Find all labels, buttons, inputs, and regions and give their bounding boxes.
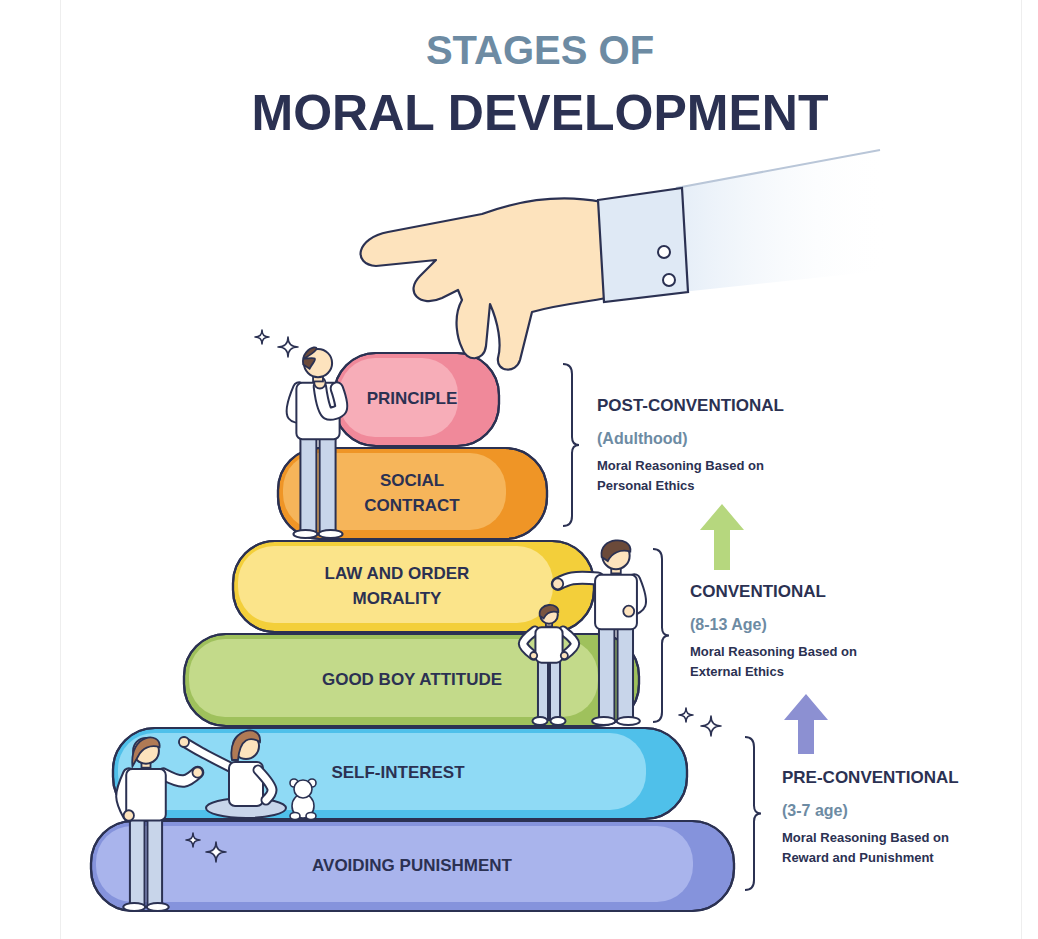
standing-child — [122, 737, 203, 911]
level-name: CONVENTIONAL — [690, 582, 930, 602]
level-name: PRE-CONVENTIONAL — [782, 768, 1022, 788]
sparkle — [679, 708, 693, 722]
stage-name: SELF-INTEREST — [331, 761, 464, 786]
stage-bar: AVOIDING PUNISHMENT — [90, 820, 735, 912]
level-description: Moral Reasoning Based on External Ethics — [690, 642, 895, 682]
bracket — [745, 737, 761, 890]
age-range: (8-13 Age) — [690, 615, 890, 634]
sparkle — [206, 842, 226, 862]
stage-name: AVOIDING PUNISHMENT — [312, 854, 512, 879]
age-range: (Adulthood) — [597, 429, 797, 448]
level-description: Moral Reasoning Based on Reward and Puni… — [782, 828, 987, 868]
bar-shape — [277, 447, 548, 540]
thinking-person — [293, 347, 343, 538]
bracket — [563, 364, 579, 526]
up-arrow — [784, 694, 828, 754]
teddy-bear — [290, 779, 316, 820]
stage-name: PRINCIPLE — [367, 387, 458, 412]
sparkle — [278, 337, 298, 357]
stage-name: SOCIAL CONTRACT — [350, 469, 475, 518]
child-figure — [523, 605, 575, 725]
age-range: (3-7 age) — [782, 801, 982, 820]
up-arrow — [700, 504, 744, 570]
sparkle — [255, 330, 269, 344]
bracket — [653, 549, 669, 722]
adult-figure — [552, 540, 640, 725]
sleeve-edge — [676, 150, 880, 188]
level-name: POST-CONVENTIONAL — [597, 396, 837, 416]
cuff-button — [663, 274, 675, 286]
sparkle — [701, 716, 721, 736]
cuff — [598, 188, 688, 302]
sparkle — [186, 833, 200, 847]
title: MORAL DEVELOPMENT — [40, 86, 1038, 141]
stage-bar: SOCIAL CONTRACT — [277, 447, 548, 540]
hand — [361, 198, 606, 369]
sleeve — [676, 150, 890, 292]
level-description: Moral Reasoning Based on Personal Ethics — [597, 456, 802, 496]
stage-name: GOOD BOY ATTITUDE — [322, 668, 502, 693]
stage-bar: PRINCIPLE — [333, 352, 500, 447]
cuff-button — [658, 246, 670, 258]
stage-name: LAW AND ORDER MORALITY — [312, 562, 482, 611]
subtitle: STAGES OF — [40, 28, 1038, 72]
sitting-child — [179, 730, 286, 818]
